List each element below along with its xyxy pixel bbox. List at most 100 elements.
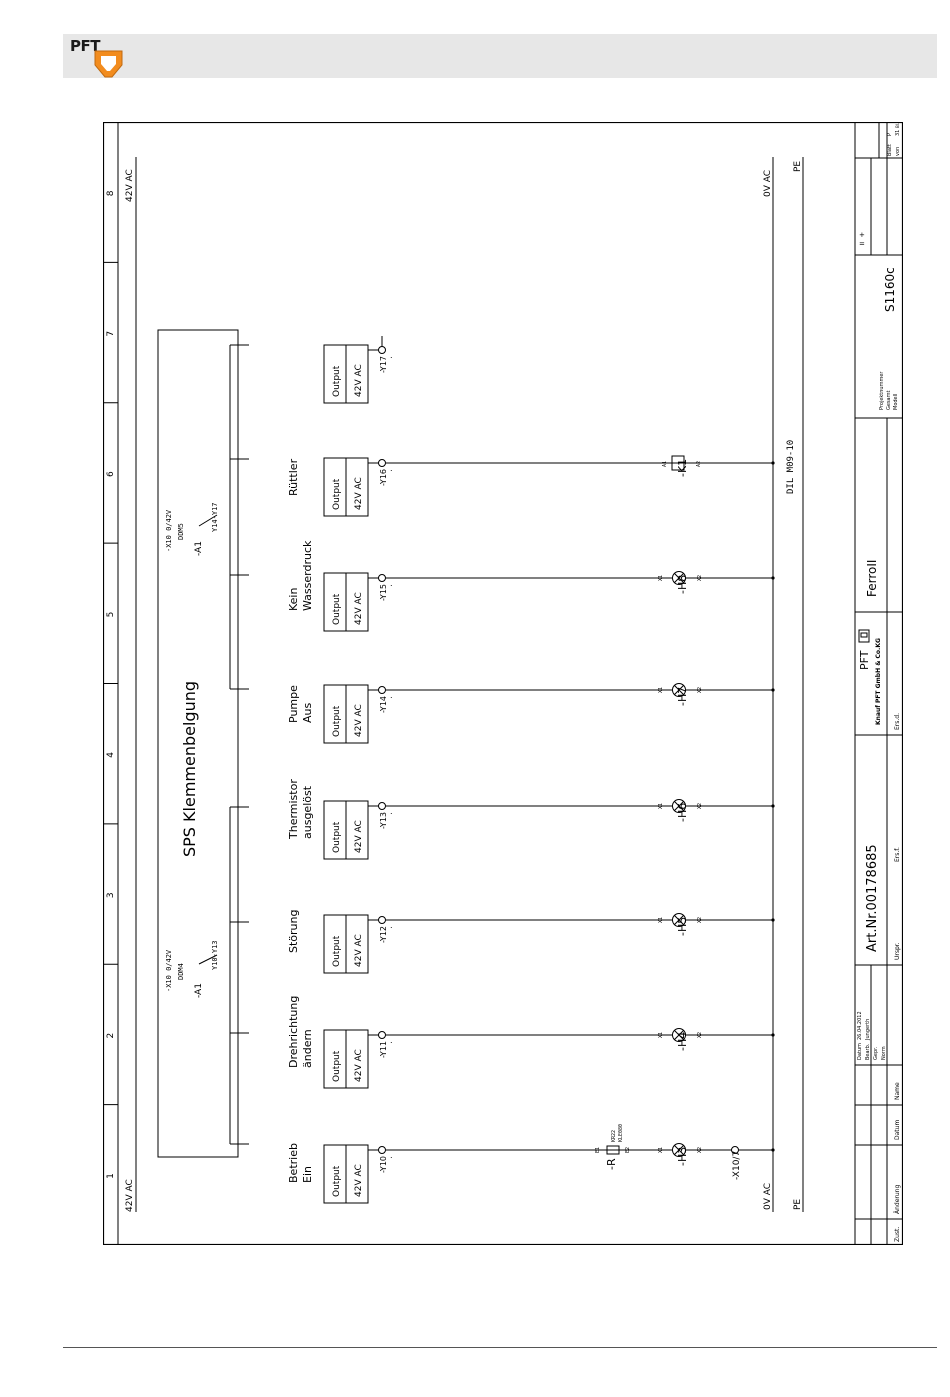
rail-label-0v-top: 0V AC (763, 170, 773, 197)
tb-ersatz-durch: Ers.d. (894, 713, 901, 730)
rail-label-0v-bottom: 0V AC (763, 1183, 773, 1210)
title-block (854, 122, 903, 1245)
junction-dot (771, 461, 775, 465)
lamp-ref: -H5 (676, 917, 689, 936)
output-label-2: Ein (301, 1166, 314, 1183)
terminal-label: -Y10 (379, 1156, 388, 1173)
output-branch: . (323, 1143, 775, 1204)
terminal-circle (378, 916, 386, 924)
sps-a-sub: DDM4 (177, 963, 185, 980)
sps-a-switch (198, 954, 218, 965)
grid-number: 3 (106, 892, 116, 898)
tb-row-value: Jungerth (865, 1019, 871, 1041)
tb-company-mark-icon (858, 629, 870, 643)
rail-label-pe-top: PE (793, 161, 803, 172)
grid-number: 4 (106, 752, 116, 758)
grid-number: 6 (106, 471, 116, 477)
coil-a2: A2 (696, 461, 702, 467)
lamp-x2: X2 (697, 687, 703, 693)
tb-aenderung: Änderung (894, 1185, 901, 1214)
resistor-e2: E2 (625, 1147, 631, 1153)
terminal-label: -Y14 (379, 696, 388, 713)
terminal-label: -Y13 (379, 812, 388, 829)
output-label: Rüttler (287, 458, 300, 496)
resistor-body (606, 1145, 620, 1155)
output-box-label: Output (332, 705, 342, 737)
rail-label-42v-left: 42V AC (125, 1179, 135, 1212)
sps-b-sub: DDM5 (177, 523, 185, 540)
tb-zust: Zust. (894, 1227, 901, 1242)
lamp-x1: X1 (658, 803, 664, 809)
output-branch: . (323, 571, 775, 632)
tb-ursprung: Urspr. (894, 942, 901, 960)
output-label-2: ändern (301, 1029, 314, 1068)
pft-logo: PFT (70, 37, 130, 79)
tb-gesamt-label: Gesamt (886, 391, 892, 410)
lamp-x1: X1 (658, 1147, 664, 1153)
logo-text: PFT (70, 37, 100, 55)
lamp-x2: X2 (697, 803, 703, 809)
tb-modell-label: Modell (893, 394, 899, 410)
junction-dot (771, 1148, 775, 1152)
tb-name-col: Name (894, 1082, 901, 1100)
lamp-x2: X2 (697, 1032, 703, 1038)
tb-sign-minus: = (859, 240, 865, 248)
output-label: Drehrichtung (287, 996, 300, 1068)
terminal-circle (378, 1031, 386, 1039)
output-box-voltage: 42V AC (354, 934, 364, 967)
output-box-label: Output (332, 365, 342, 397)
output-box-label: Output (332, 821, 342, 853)
junction-dot (771, 1033, 775, 1037)
lamp-x1: X1 (658, 1032, 664, 1038)
output-branch: . (323, 1028, 775, 1089)
coil-a1: A1 (662, 461, 668, 467)
terminal-label: -Y12 (379, 926, 388, 943)
output-box-label: Output (332, 935, 342, 967)
terminal-circle (378, 574, 386, 582)
logo-shield-icon (94, 50, 123, 78)
output-branch: . (323, 913, 775, 974)
terminal-dot: . (390, 579, 393, 588)
lamp-x2: X2 (697, 575, 703, 581)
tb-row-label: Norm (881, 1046, 887, 1060)
rail-label-42v-right: 42V AC (125, 169, 135, 202)
contactor-type: DIL M09-10 (786, 440, 796, 494)
tb-ersatz-fuer: Ers.f. (894, 847, 901, 862)
output-box-voltage: 42V AC (354, 1164, 364, 1197)
tb-von: 31 (895, 130, 901, 136)
resistor-spec1: KR22 (611, 1130, 617, 1142)
output-branch: . (323, 336, 393, 404)
terminal-circle (378, 686, 386, 694)
output-box-label: Output (332, 1165, 342, 1197)
sps-a-range: Y10-Y13 (211, 940, 219, 970)
terminal-circle (378, 459, 386, 467)
lamp-x2: X2 (697, 1147, 703, 1153)
output-box-voltage: 42V AC (354, 592, 364, 625)
tb-company-logo: PFT (858, 650, 871, 670)
tb-row-label: Datum (857, 1043, 863, 1060)
resistor-spec2: KLE080 (618, 1124, 624, 1142)
lamp-ref: -H3 (676, 1147, 689, 1166)
terminal-dot: . (390, 807, 393, 816)
sheet-border (102, 121, 904, 1246)
output-box-voltage: 42V AC (354, 1049, 364, 1082)
terminal-label: -Y15 (379, 584, 388, 601)
output-box-voltage: 42V AC (354, 364, 364, 397)
sps-title: SPS Klemmenbelgung (180, 681, 199, 857)
tb-row-value: 26.04.2012 (857, 1011, 863, 1040)
junction-dot (771, 804, 775, 808)
resistor-e1: E1 (595, 1147, 601, 1153)
contactor-ref: -K1 (676, 459, 689, 477)
grid-number: 7 (106, 331, 116, 337)
output-box-voltage: 42V AC (354, 704, 364, 737)
sps-a-ref: -A1 (194, 983, 204, 998)
tb-row-label: Bearb. (865, 1043, 871, 1060)
tb-art-nr: Art.Nr.00178685 (865, 844, 880, 952)
output-branch: . (323, 683, 775, 744)
grid-number: 2 (106, 1033, 116, 1039)
lamp-ref: -H6 (676, 803, 689, 822)
tb-blatt-label: Blatt (887, 144, 893, 156)
output-label: Thermistor (287, 779, 300, 840)
output-label-2: Wasserdruck (301, 540, 314, 611)
